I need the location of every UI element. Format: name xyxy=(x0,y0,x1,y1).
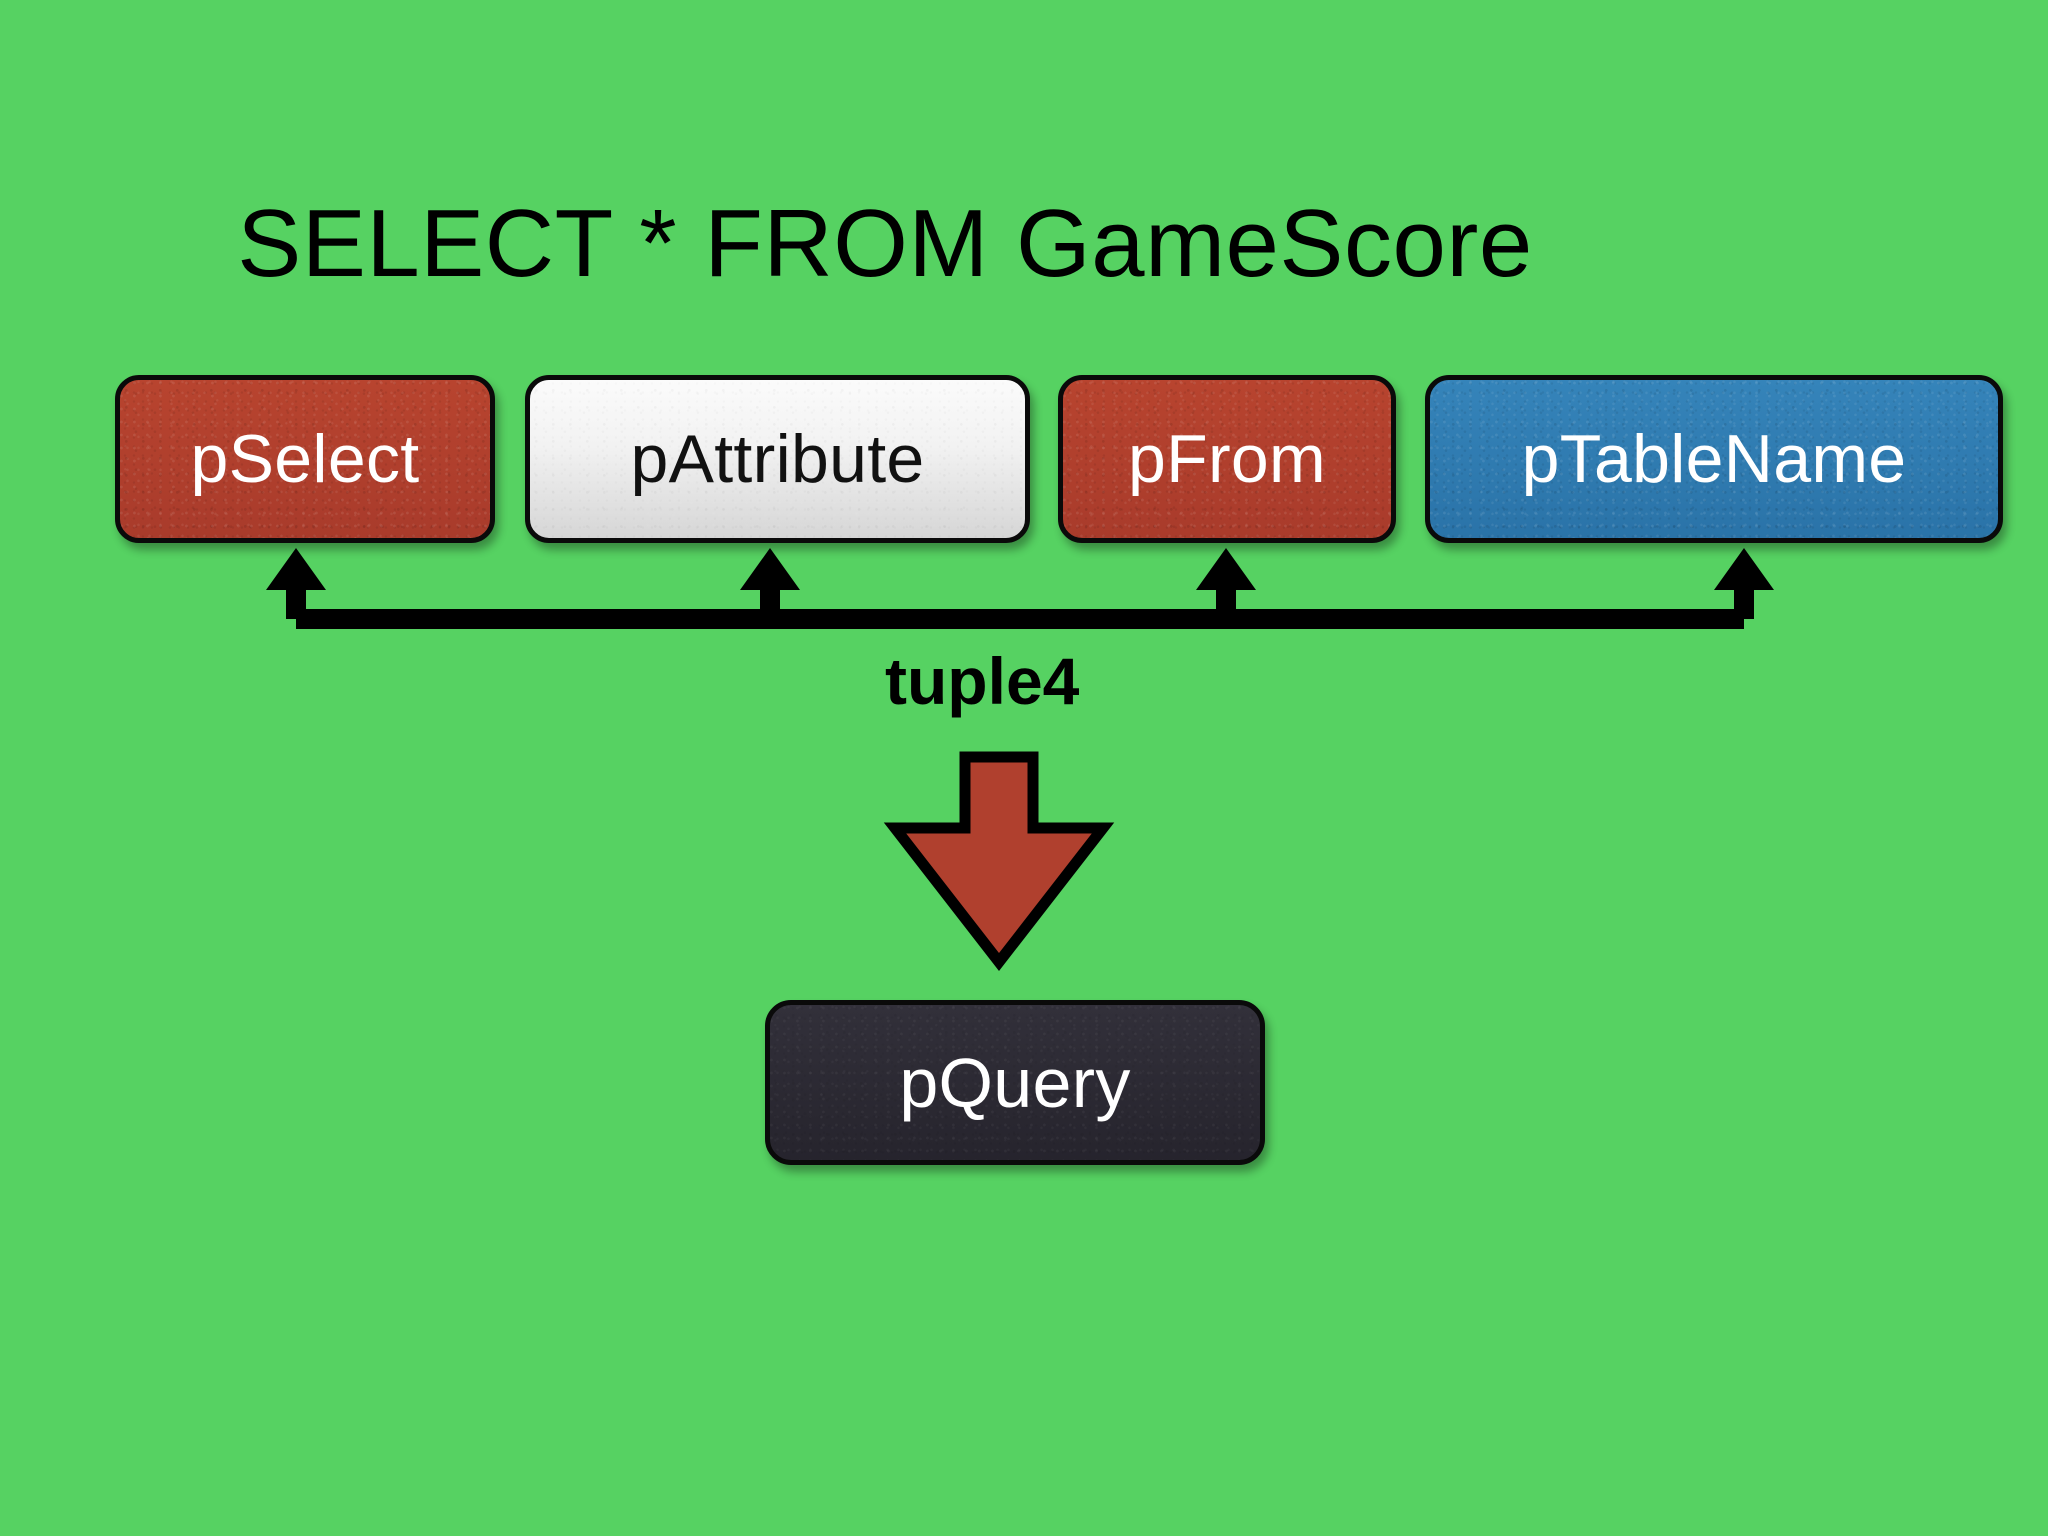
node-pquery[interactable]: pQuery xyxy=(765,1000,1265,1165)
node-pquery-label: pQuery xyxy=(899,1043,1131,1122)
node-pattribute-label: pAttribute xyxy=(630,421,925,497)
tuple4-label: tuple4 xyxy=(885,644,1080,718)
node-pselect-label: pSelect xyxy=(190,421,420,497)
arrow-up-icon-pattribute xyxy=(740,548,800,590)
arrow-up-icon-pfrom xyxy=(1196,548,1256,590)
arrow-up-icon-pselect xyxy=(266,548,326,590)
arrow-up-icon-ptablename xyxy=(1714,548,1774,590)
arrow-down-icon-tuple-to-query xyxy=(883,751,1115,971)
node-pfrom-label: pFrom xyxy=(1128,421,1326,497)
node-pattribute[interactable]: pAttribute xyxy=(525,375,1030,543)
page-title: SELECT * FROM GameScore xyxy=(237,190,1533,297)
node-ptablename[interactable]: pTableName xyxy=(1425,375,2003,543)
node-pfrom[interactable]: pFrom xyxy=(1058,375,1396,543)
node-ptablename-label: pTableName xyxy=(1521,421,1907,497)
node-pselect[interactable]: pSelect xyxy=(115,375,495,543)
